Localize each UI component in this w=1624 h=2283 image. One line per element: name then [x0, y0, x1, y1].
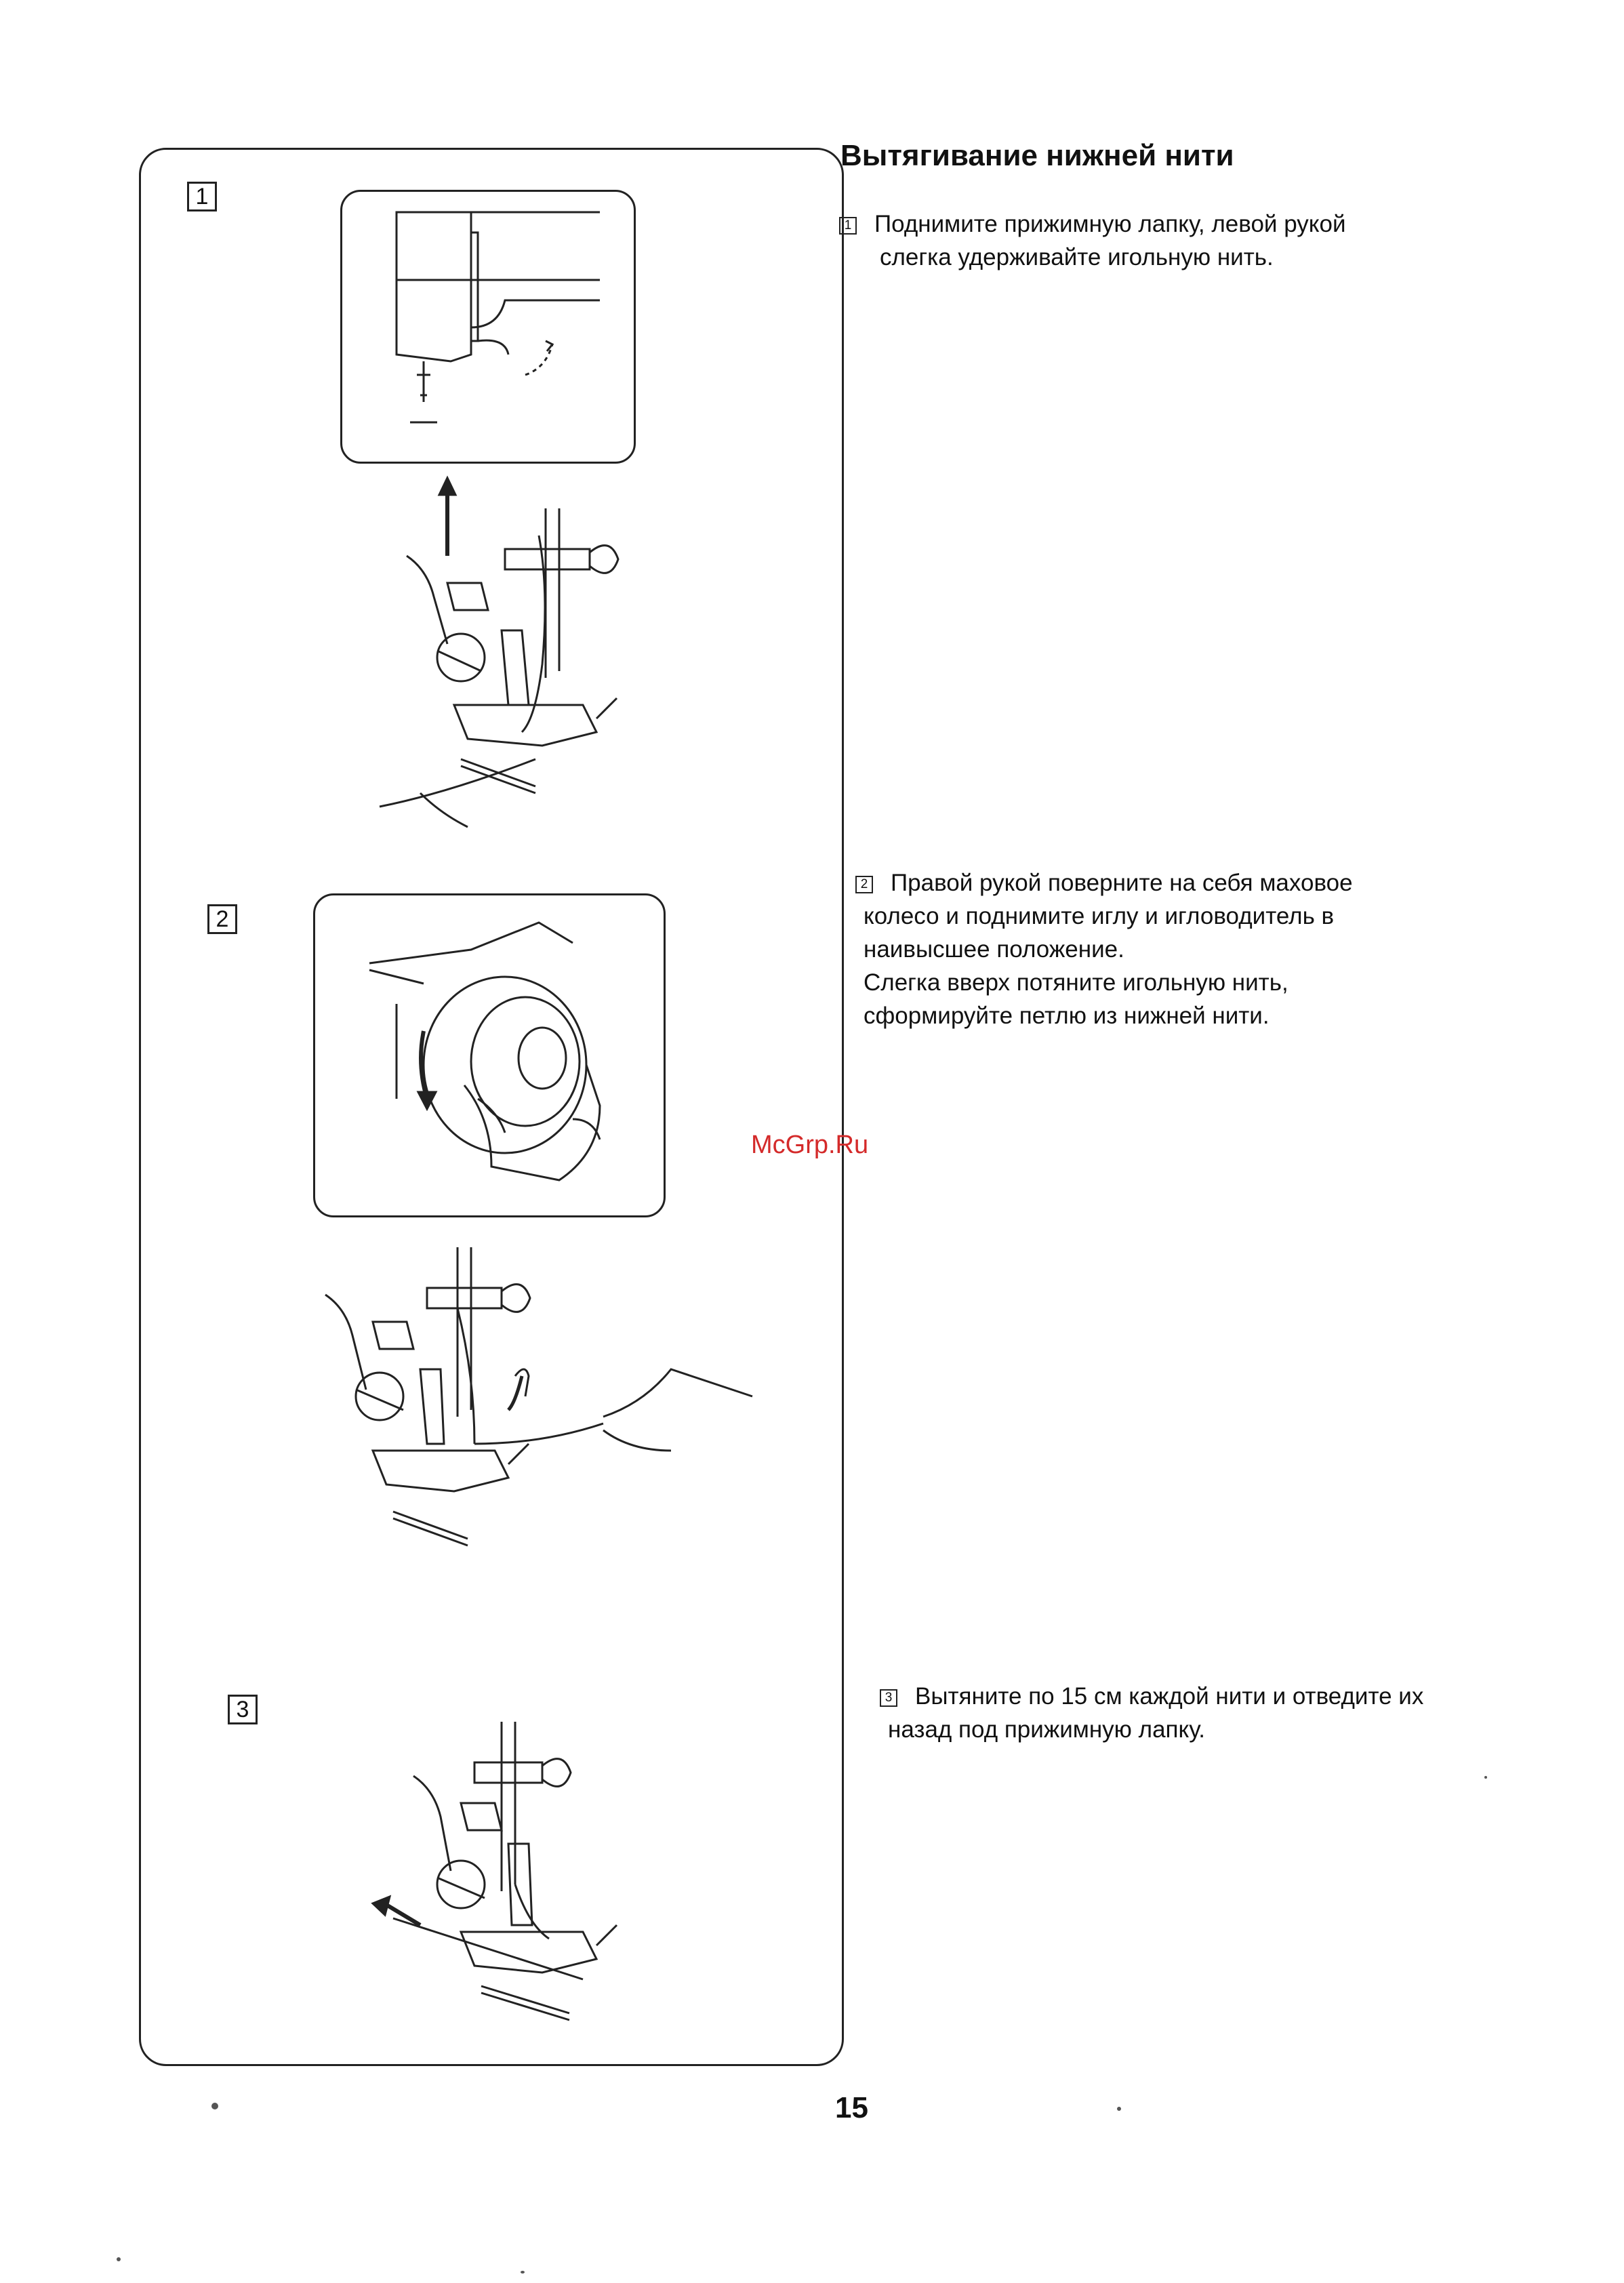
threads-pulled-back-illustration	[371, 1722, 618, 2021]
machine-front-illustration	[395, 211, 600, 424]
inset-handwheel	[313, 893, 666, 1217]
scan-speck	[117, 2257, 121, 2261]
step-3-instruction: 3 Вытяните по 15 см каждой нити и отведит…	[880, 1680, 1423, 1746]
step-3-number: 3	[880, 1689, 897, 1707]
watermark: McGrp.Ru	[751, 1131, 869, 1159]
scan-speck	[1484, 1776, 1487, 1779]
step-3-marker: 3	[228, 1695, 258, 1724]
inset-lift-lever	[340, 190, 636, 464]
scan-speck	[521, 2271, 525, 2274]
step-3-line-1: Вытяните по 15 см каждой нити и отведите…	[915, 1683, 1424, 1710]
scan-speck	[1117, 2107, 1121, 2111]
presser-foot-raised-illustration	[379, 475, 620, 828]
step-2-line-2: колесо и поднимите иглу и игловодитель в	[864, 903, 1335, 929]
step-2-line-1: Правой рукой поверните на себя маховое	[891, 870, 1353, 896]
step-2-marker: 2	[207, 904, 237, 934]
page-title: Вытягивание нижней нити	[840, 139, 1234, 172]
page-number: 15	[835, 2091, 868, 2124]
step-2-line-3: наивысшее положение.	[864, 936, 1124, 963]
step-2-line-5: сформируйте петлю из нижней нити.	[864, 1003, 1270, 1029]
thread-loop-illustration	[325, 1247, 753, 1547]
step-1-number: 1	[839, 217, 857, 235]
handwheel-illustration	[369, 921, 601, 1181]
step-2-line-4: Слегка вверх потяните игольную нить,	[864, 969, 1288, 996]
illustration-frame	[139, 148, 844, 2066]
step-1-line-2: слегка удерживайте игольную нить.	[880, 244, 1274, 270]
step-3-line-2: назад под прижимную лапку.	[888, 1716, 1205, 1743]
step-2-number: 2	[855, 876, 873, 893]
scan-speck	[211, 2103, 218, 2109]
step-1-marker: 1	[187, 182, 217, 211]
step-1-line-1: Поднимите прижимную лапку, левой рукой	[874, 211, 1346, 237]
